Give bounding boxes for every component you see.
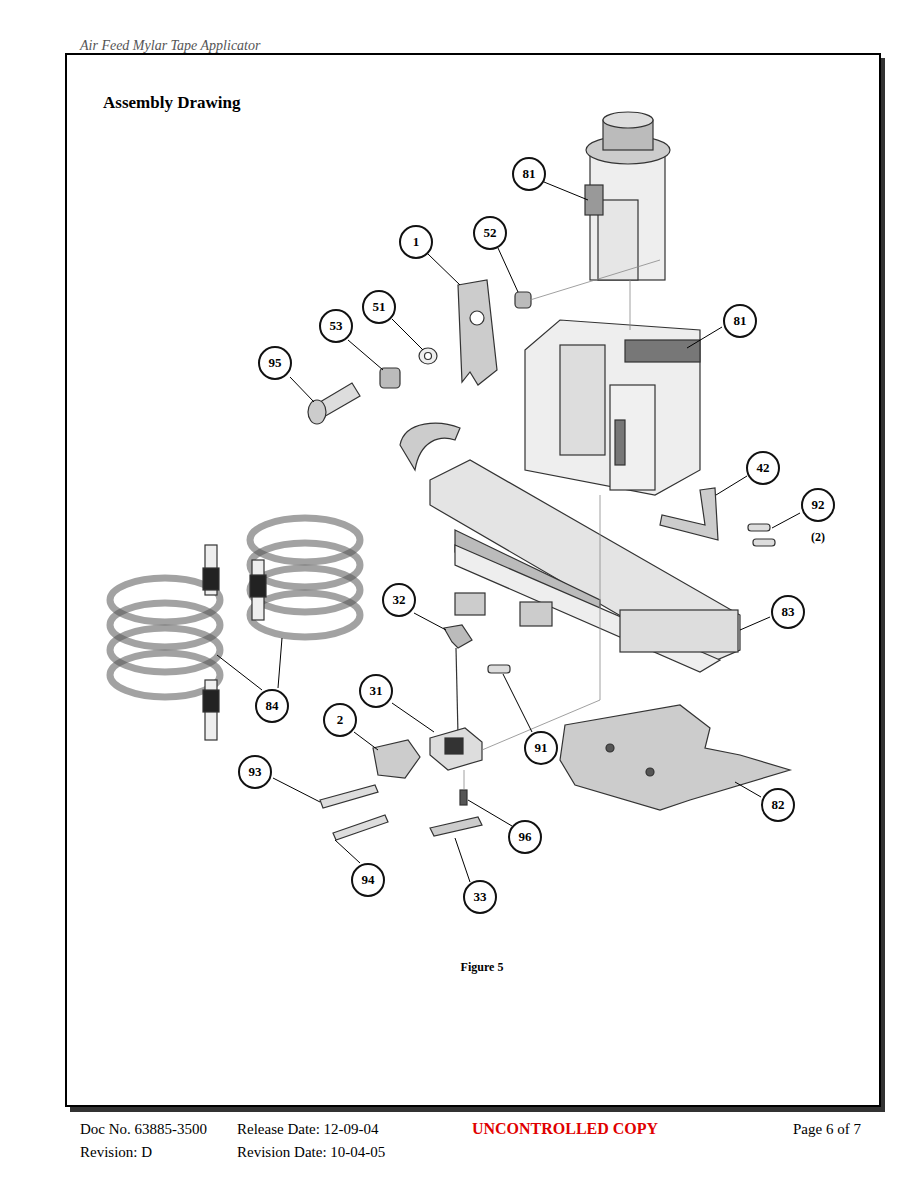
callout-circle: 95 — [258, 346, 292, 380]
callout-circle: 81 — [723, 304, 757, 338]
release-date: Release Date: 12-09-04 — [237, 1121, 379, 1138]
drawing-title: Assembly Drawing — [103, 93, 240, 113]
callout-circle: 84 — [255, 689, 289, 723]
callout-circle: 1 — [399, 225, 433, 259]
callout-number: 51 — [373, 299, 386, 315]
callout-number: 81 — [523, 166, 536, 182]
callout-circle: 42 — [746, 451, 780, 485]
callout-number: 95 — [269, 355, 282, 371]
callout-circle: 94 — [351, 863, 385, 897]
callout-number: 93 — [249, 764, 262, 780]
revision-date: Revision Date: 10-04-05 — [237, 1144, 385, 1161]
uncontrolled-stamp: UNCONTROLLED COPY — [472, 1120, 658, 1138]
callout-number: 52 — [484, 225, 497, 241]
callout-circle: 2 — [323, 703, 357, 737]
callout-number: 2 — [337, 712, 344, 728]
running-header: Air Feed Mylar Tape Applicator — [80, 38, 260, 54]
callout-circle: 91 — [524, 731, 558, 765]
callout-number: 84 — [266, 698, 279, 714]
callout-number: 92 — [812, 497, 825, 513]
revision: Revision: D — [80, 1144, 152, 1161]
callout-number: 83 — [782, 604, 795, 620]
callout-circle: 33 — [463, 880, 497, 914]
callout-number: 82 — [772, 797, 785, 813]
callout-number: 91 — [535, 740, 548, 756]
callout-circle: 93 — [238, 755, 272, 789]
doc-number: Doc No. 63885-3500 — [80, 1121, 207, 1138]
callout-circle: 82 — [761, 788, 795, 822]
callout-circle: 92 — [801, 488, 835, 522]
page-number: Page 6 of 7 — [793, 1121, 861, 1138]
callout-circle: 53 — [319, 309, 353, 343]
callout-number: 31 — [370, 683, 383, 699]
callout-number: 32 — [393, 592, 406, 608]
quantity-note: (2) — [811, 530, 825, 545]
callout-circle: 81 — [512, 157, 546, 191]
callout-number: 33 — [474, 889, 487, 905]
callout-circle: 51 — [362, 290, 396, 324]
callout-number: 81 — [734, 313, 747, 329]
callout-number: 94 — [362, 872, 375, 888]
callout-number: 1 — [413, 234, 420, 250]
callout-number: 53 — [330, 318, 343, 334]
callout-circle: 32 — [382, 583, 416, 617]
figure-caption: Figure 5 — [461, 960, 504, 975]
callout-circle: 52 — [473, 216, 507, 250]
callout-circle: 96 — [508, 820, 542, 854]
callout-number: 96 — [519, 829, 532, 845]
callout-number: 42 — [757, 460, 770, 476]
callout-circle: 83 — [771, 595, 805, 629]
callout-circle: 31 — [359, 674, 393, 708]
